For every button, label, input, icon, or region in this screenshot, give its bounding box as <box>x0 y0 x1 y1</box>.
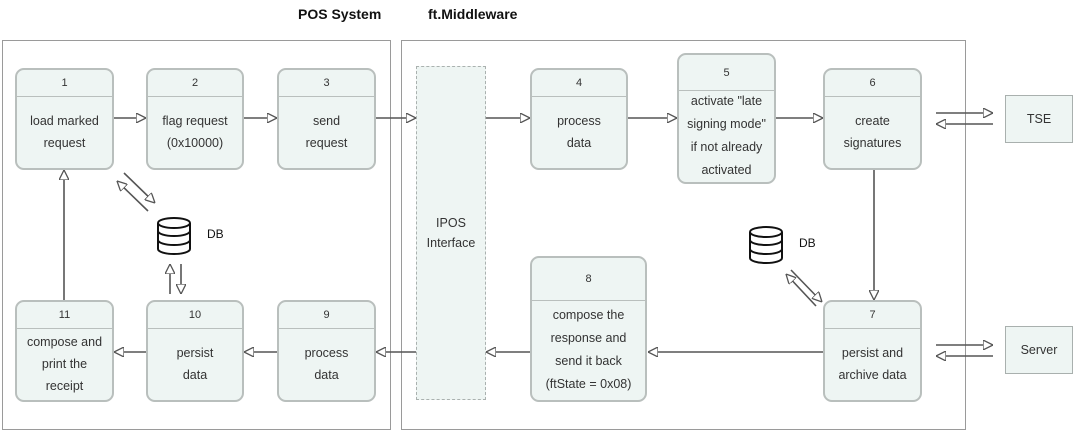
middleware-title: ft.Middleware <box>428 6 518 22</box>
step-label: persist and archive data <box>838 346 907 382</box>
step-number: 1 <box>17 70 112 97</box>
database-icon <box>157 217 191 255</box>
ipos-interface: IPOS Interface <box>416 66 486 400</box>
pos-db-label: DB <box>207 227 224 241</box>
step-number: 3 <box>279 70 374 97</box>
step-3-box: 3 send request <box>277 68 376 170</box>
step-2-box: 2 flag request (0x10000) <box>146 68 244 170</box>
step-6-box: 6 create signatures <box>823 68 922 170</box>
step-label: compose the response and send it back (f… <box>545 308 632 391</box>
step-label: activate "late signing mode" if not alre… <box>687 94 766 177</box>
step-4-box: 4 process data <box>530 68 628 170</box>
step-number: 6 <box>825 70 920 97</box>
database-icon <box>749 226 783 264</box>
step-9-box: 9 process data <box>277 300 376 402</box>
step-label: process data <box>557 114 601 150</box>
step-number: 8 <box>532 258 645 301</box>
step-8-box: 8 compose the response and send it back … <box>530 256 647 402</box>
step-number: 9 <box>279 302 374 329</box>
arrow-7-db <box>786 274 817 307</box>
step-5-box: 5 activate "late signing mode" if not al… <box>677 53 776 184</box>
arrow-1-db <box>123 172 155 203</box>
step-number: 10 <box>148 302 242 329</box>
step-number: 4 <box>532 70 626 97</box>
step-number: 11 <box>17 302 112 329</box>
step-label: compose and print the receipt <box>26 335 103 393</box>
tse-box: TSE <box>1005 95 1073 143</box>
step-label: flag request (0x10000) <box>162 114 228 150</box>
step-label: send request <box>305 114 348 150</box>
middleware-db-label: DB <box>799 236 816 250</box>
step-label: process data <box>304 346 349 382</box>
step-10-box: 10 persist data <box>146 300 244 402</box>
step-number: 2 <box>148 70 242 97</box>
arrow-db-7 <box>790 269 822 302</box>
step-label: create signatures <box>843 114 902 150</box>
step-7-box: 7 persist and archive data <box>823 300 922 402</box>
server-box: Server <box>1005 326 1073 374</box>
step-label: load marked request <box>30 114 99 150</box>
arrow-db-1 <box>117 181 149 212</box>
step-11-box: 11 compose and print the receipt <box>15 300 114 402</box>
step-number: 5 <box>679 55 774 91</box>
step-number: 7 <box>825 302 920 329</box>
pos-system-title: POS System <box>298 6 382 22</box>
step-label: persist data <box>176 346 214 382</box>
step-1-box: 1 load marked request <box>15 68 114 170</box>
